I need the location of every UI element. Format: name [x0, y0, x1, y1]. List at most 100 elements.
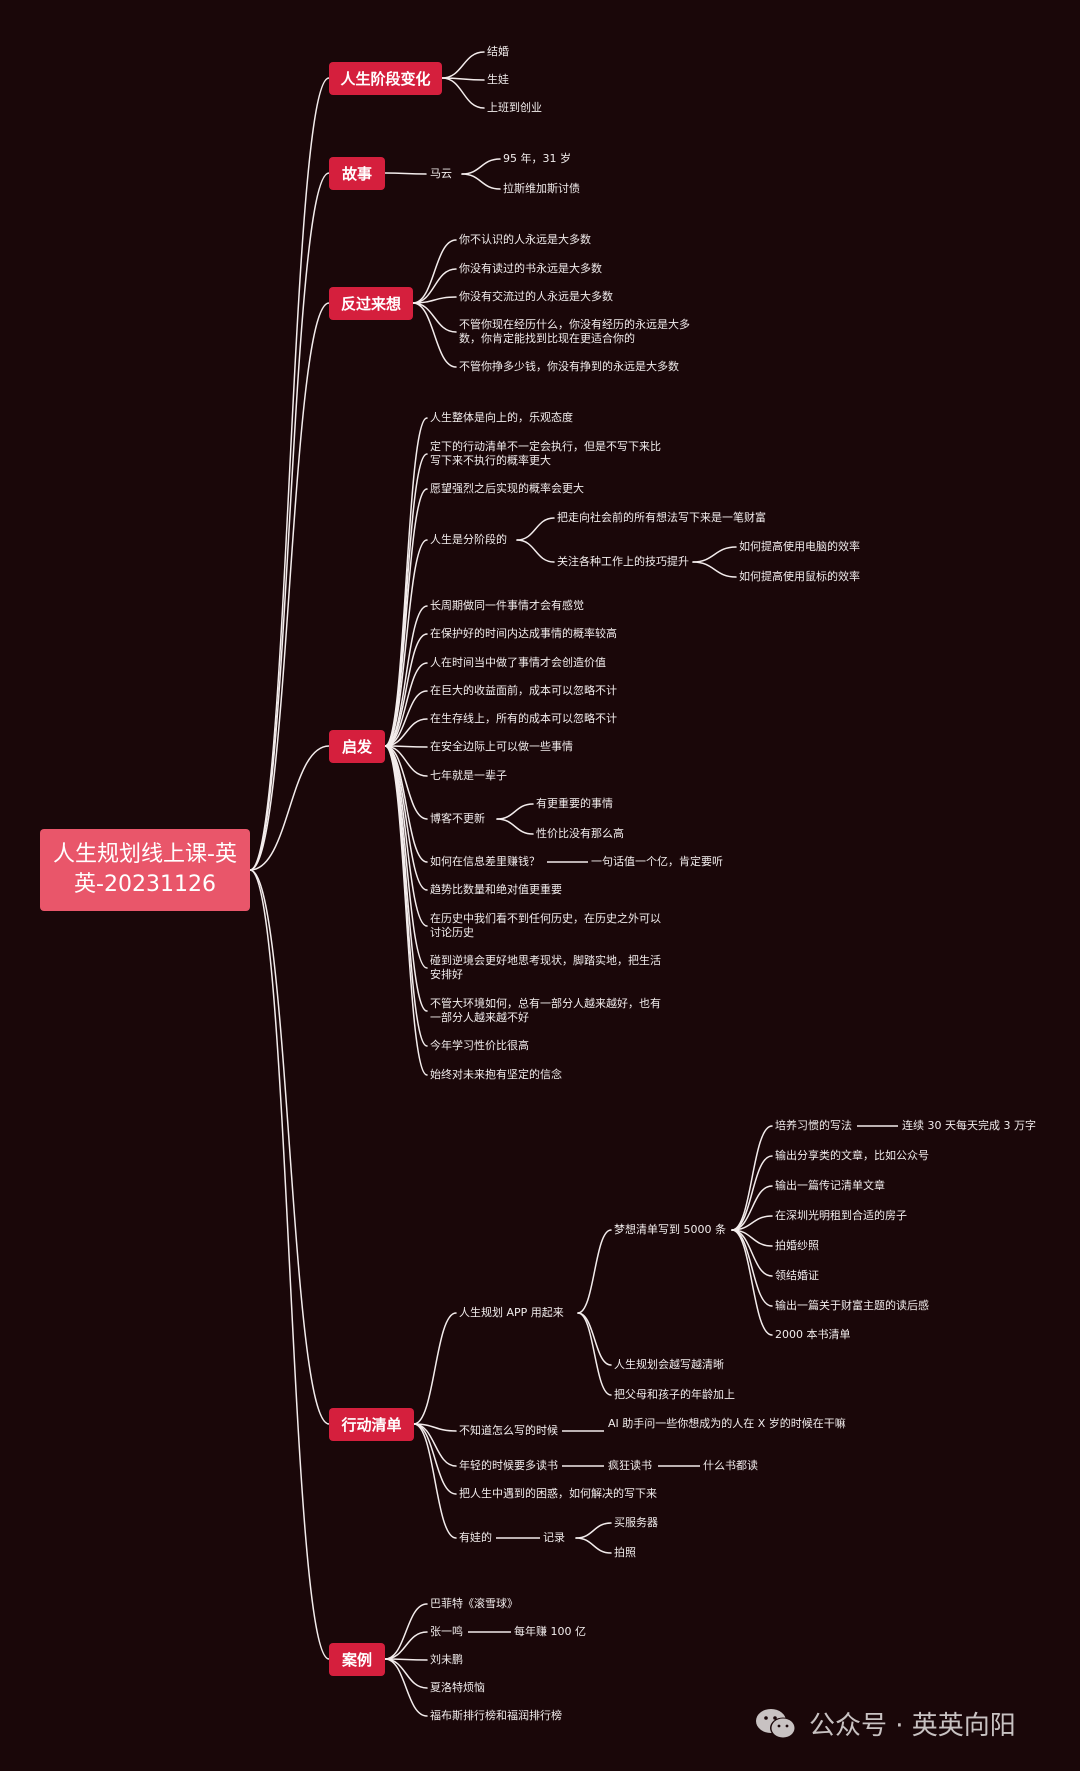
leaf-b4_13[interactable]: 如何在信息差里赚钱？	[430, 855, 540, 868]
branch-story[interactable]: 故事	[329, 157, 385, 190]
root-topic[interactable]: 人生规划线上课-英英-20231126	[40, 829, 250, 911]
leaf-b5_1[interactable]: 人生规划 APP 用起来	[459, 1306, 564, 1319]
leaf-b5_5_1[interactable]: 记录	[543, 1531, 565, 1544]
connector	[461, 173, 501, 190]
connector	[249, 77, 330, 871]
leaf-b5_1_2[interactable]: 人生规划会越写越清晰	[614, 1358, 724, 1371]
leaf-b4_7[interactable]: 人在时间当中做了事情才会创造价值	[430, 656, 606, 669]
connector	[384, 745, 428, 891]
connector	[412, 239, 457, 304]
leaf-b5_3_1_1[interactable]: 什么书都读	[703, 1459, 758, 1472]
leaf-b2_1[interactable]: 马云	[430, 167, 452, 180]
connector	[575, 1537, 612, 1554]
leaf-b3_4[interactable]: 不管你现在经历什么，你没有经历的永远是大多数，你肯定能找到比现在更适合你的	[459, 318, 690, 345]
leaf-b5_1_1_8[interactable]: 2000 本书清单	[775, 1328, 851, 1341]
leaf-b4_11[interactable]: 七年就是一辈子	[430, 769, 507, 782]
leaf-b3_1[interactable]: 你不认识的人永远是大多数	[459, 233, 591, 246]
leaf-b4_12[interactable]: 博客不更新	[430, 812, 485, 825]
leaf-b4_12_2[interactable]: 性价比没有那么高	[536, 827, 624, 840]
connector	[249, 869, 330, 1660]
leaf-b5_1_1[interactable]: 梦想清单写到 5000 条	[614, 1223, 726, 1236]
leaf-b4_9[interactable]: 在生存线上，所有的成本可以忽略不计	[430, 712, 617, 725]
leaf-b5_1_1_3[interactable]: 输出一篇传记清单文章	[775, 1179, 885, 1192]
connector	[384, 745, 428, 863]
leaf-b4_14[interactable]: 趋势比数量和绝对值更重要	[430, 883, 562, 896]
connector	[496, 818, 534, 835]
branch-cases[interactable]: 案例	[329, 1643, 385, 1676]
leaf-b2_1_2[interactable]: 拉斯维加斯讨债	[503, 182, 580, 195]
connector	[412, 268, 457, 304]
leaf-b4_4[interactable]: 人生是分阶段的	[430, 533, 507, 546]
leaf-b4_8[interactable]: 在巨大的收益面前，成本可以忽略不计	[430, 684, 617, 697]
leaf-b4_12_1[interactable]: 有更重要的事情	[536, 797, 613, 810]
leaf-b5_1_1_4[interactable]: 在深圳光明租到合适的房子	[775, 1209, 907, 1222]
leaf-b4_15[interactable]: 在历史中我们看不到任何历史，在历史之外可以讨论历史	[430, 912, 661, 939]
leaf-b5_1_3[interactable]: 把父母和孩子的年龄加上	[614, 1388, 735, 1401]
leaf-b6_2_1[interactable]: 每年赚 100 亿	[514, 1625, 586, 1638]
leaf-b5_2[interactable]: 不知道怎么写的时候	[459, 1424, 558, 1437]
leaf-b3_5[interactable]: 不管你挣多少钱，你没有挣到的永远是大多数	[459, 360, 679, 373]
leaf-b5_1_1_1[interactable]: 培养习惯的写法	[775, 1119, 852, 1132]
leaf-b4_3[interactable]: 愿望强烈之后实现的概率会更大	[430, 482, 584, 495]
leaf-b4_13_1[interactable]: 一句话值一个亿，肯定要听	[591, 855, 723, 868]
leaf-b4_4_2[interactable]: 关注各种工作上的技巧提升	[557, 555, 689, 568]
leaf-b4_5[interactable]: 长周期做同一件事情才会有感觉	[430, 599, 584, 612]
leaf-b6_4[interactable]: 夏洛特烦恼	[430, 1681, 485, 1694]
leaf-b5_3[interactable]: 年轻的时候要多读书	[459, 1459, 558, 1472]
leaf-b5_1_1_6[interactable]: 领结婚证	[775, 1269, 819, 1282]
connector	[731, 1155, 773, 1231]
connector	[516, 539, 555, 563]
leaf-b4_4_1[interactable]: 把走向社会前的所有想法写下来是一笔财富	[557, 511, 766, 524]
branch-reverse-thinking[interactable]: 反过来想	[329, 287, 413, 320]
leaf-b2_1_1[interactable]: 95 年，31 岁	[503, 152, 571, 165]
leaf-b4_4_2_1[interactable]: 如何提高使用电脑的效率	[739, 540, 860, 553]
leaf-b5_1_1_1_1[interactable]: 连续 30 天每天完成 3 万字	[902, 1119, 1036, 1132]
leaf-b1_3[interactable]: 上班到创业	[487, 101, 542, 114]
leaf-b6_5[interactable]: 福布斯排行榜和福润排行榜	[430, 1709, 562, 1722]
connector	[441, 51, 485, 79]
connector	[384, 539, 428, 747]
leaf-b3_3[interactable]: 你没有交流过的人永远是大多数	[459, 290, 613, 303]
leaf-b4_18[interactable]: 今年学习性价比很高	[430, 1039, 529, 1052]
branch-inspiration[interactable]: 启发	[329, 730, 385, 763]
leaf-b4_19[interactable]: 始终对未来抱有坚定的信念	[430, 1068, 562, 1081]
connector	[731, 1125, 773, 1231]
leaf-b5_5_1_2[interactable]: 拍照	[614, 1546, 636, 1559]
connector	[412, 302, 457, 333]
connector	[413, 1312, 457, 1425]
leaf-b1_1[interactable]: 结婚	[487, 45, 509, 58]
leaf-b5_5_1_1[interactable]: 买服务器	[614, 1516, 658, 1529]
leaf-b5_1_1_5[interactable]: 拍婚纱照	[775, 1239, 819, 1252]
leaf-b6_1[interactable]: 巴菲特《滚雪球》	[430, 1597, 518, 1610]
connector	[384, 633, 428, 747]
leaf-b5_2_1[interactable]: AI 助手问一些你想成为的人在 X 岁的时候在干嘛	[608, 1417, 846, 1430]
leaf-b4_16[interactable]: 碰到逆境会更好地思考现状，脚踏实地，把生活安排好	[430, 954, 661, 981]
leaf-b6_3[interactable]: 刘未鹏	[430, 1653, 463, 1666]
leaf-b1_2[interactable]: 生娃	[487, 73, 509, 86]
leaf-b5_1_1_7[interactable]: 输出一篇关于财富主题的读后感	[775, 1299, 929, 1312]
connector	[731, 1229, 773, 1307]
leaf-b4_6[interactable]: 在保护好的时间内达成事情的概率较高	[430, 627, 617, 640]
connector	[441, 77, 485, 109]
leaf-b5_3_1[interactable]: 疯狂读书	[608, 1459, 652, 1472]
connector	[384, 718, 428, 747]
branch-life-stages[interactable]: 人生阶段变化	[329, 62, 442, 95]
leaf-b4_17[interactable]: 不管大环境如何，总有一部分人越来越好，也有一部分人越来越不好	[430, 997, 661, 1024]
leaf-b4_10[interactable]: 在安全边际上可以做一些事情	[430, 740, 573, 753]
connector	[577, 1229, 612, 1314]
leaf-b3_2[interactable]: 你没有读过的书永远是大多数	[459, 262, 602, 275]
connector	[384, 745, 428, 820]
connector	[496, 803, 534, 820]
leaf-b4_2[interactable]: 定下的行动清单不一定会执行，但是不写下来比写下来不执行的概率更大	[430, 440, 661, 467]
connector	[413, 1423, 457, 1539]
leaf-b4_4_2_2[interactable]: 如何提高使用鼠标的效率	[739, 570, 860, 583]
branch-action-list[interactable]: 行动清单	[329, 1408, 414, 1441]
leaf-b5_5[interactable]: 有娃的	[459, 1531, 492, 1544]
connector	[461, 158, 501, 175]
leaf-b5_1_1_2[interactable]: 输出分享类的文章，比如公众号	[775, 1149, 929, 1162]
leaf-b6_2[interactable]: 张一鸣	[430, 1625, 463, 1638]
connector	[731, 1229, 773, 1336]
leaf-b5_4[interactable]: 把人生中遇到的困惑，如何解决的写下来	[459, 1487, 657, 1500]
connector	[384, 605, 428, 747]
leaf-b4_1[interactable]: 人生整体是向上的，乐观态度	[430, 411, 573, 424]
